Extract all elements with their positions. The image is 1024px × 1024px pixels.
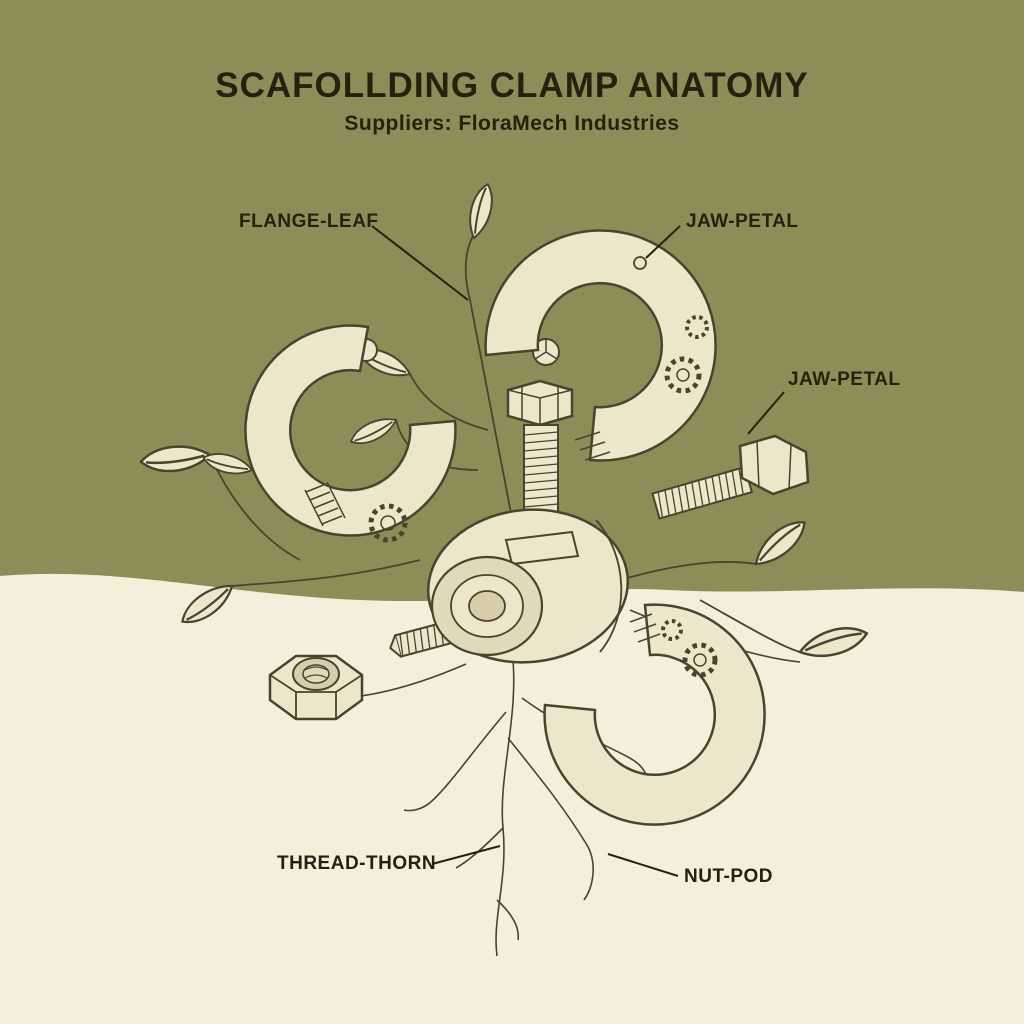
label-nut-pod: NUT-POD: [684, 866, 773, 887]
label-flange-leaf: FLANGE-LEAF: [239, 211, 379, 232]
diagram-title: SCAFOLLDING CLAMP ANATOMY: [215, 66, 809, 105]
spring-detail: [304, 481, 346, 527]
gear-detail: [661, 619, 718, 678]
leader-lines: [371, 225, 785, 877]
leader-jaw-petal-right: [747, 391, 785, 435]
clamp-body-illustration: [426, 508, 630, 664]
nut-pod-illustration: [268, 654, 364, 721]
leader-nut-pod: [607, 853, 679, 877]
collar-boss: [504, 530, 580, 566]
bore-inner: [468, 590, 506, 622]
hatch-detail: [574, 431, 611, 461]
diagram-subtitle: Suppliers: FloraMech Industries: [344, 112, 680, 135]
gear-detail: [368, 503, 408, 543]
leader-jaw-petal-top: [645, 225, 681, 259]
jaw-petal-bottom-illustration: [543, 603, 766, 826]
flange-leaf-jaw-illustration: [244, 324, 457, 543]
background-bottom-wave: [0, 573, 1024, 1024]
label-thread-thorn: THREAD-THORN: [277, 853, 437, 874]
label-jaw-petal-top: JAW-PETAL: [686, 211, 799, 232]
gear-detail: [664, 315, 709, 394]
hatch-detail: [629, 613, 661, 643]
leader-flange-leaf: [371, 225, 469, 301]
label-jaw-petal-right: JAW-PETAL: [788, 369, 901, 390]
side-bolt-illustration: [651, 434, 810, 520]
jaw-hole: [633, 256, 647, 270]
thread-lines: [657, 468, 744, 518]
split-washer-circle: [532, 338, 560, 366]
leader-thread-thorn: [431, 845, 501, 865]
jaw-petal-top-illustration: [484, 229, 717, 462]
